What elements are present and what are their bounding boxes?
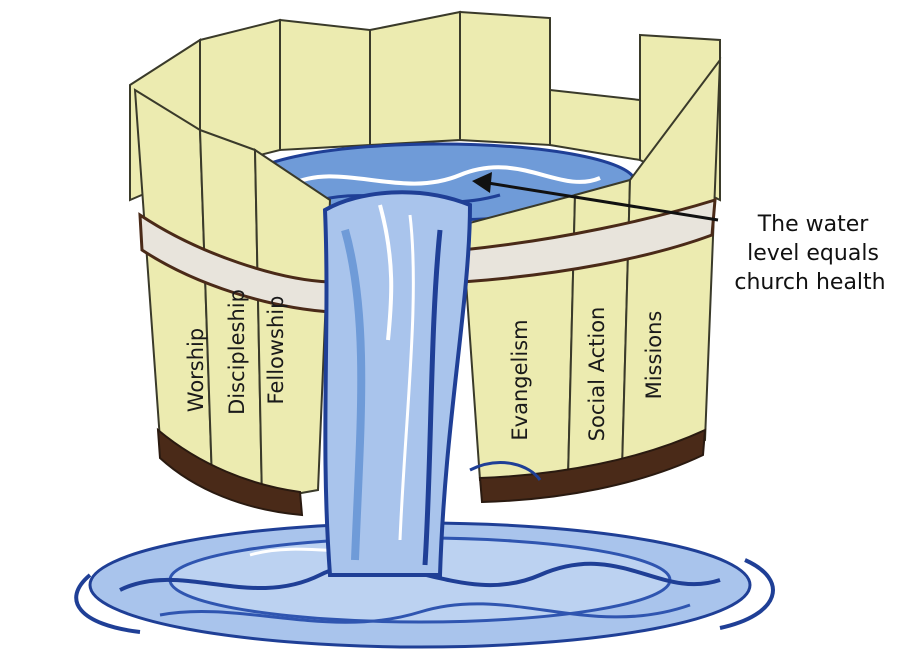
stave-label-worship: Worship <box>184 328 208 412</box>
callout-line-3: church health <box>734 270 885 295</box>
stave-label-evangelism: Evangelism <box>508 319 532 440</box>
stave-label-discipleship: Discipleship <box>225 289 249 415</box>
stave-label-fellowship: Fellowship <box>264 296 288 405</box>
stave-label-missions: Missions <box>642 311 666 400</box>
callout-line-2: level equals <box>747 241 879 266</box>
callout-line-1: The water <box>757 212 870 237</box>
stave-label-social-action: Social Action <box>585 307 609 442</box>
callout-text: The water level equals church health <box>734 212 885 295</box>
